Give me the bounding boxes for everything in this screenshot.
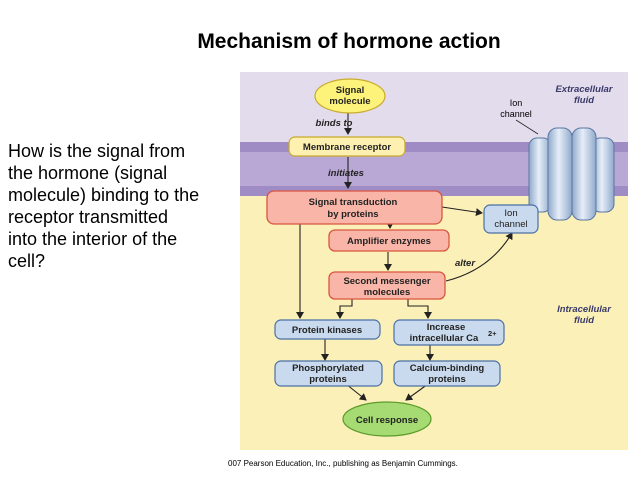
signal-molecule-label: molecule bbox=[329, 96, 370, 107]
membrane-receptor-label: Membrane receptor bbox=[303, 142, 391, 153]
cell-response-label: Cell response bbox=[356, 415, 418, 426]
arrow-phosphorylated-to-response bbox=[345, 383, 367, 401]
question-line: receptor transmitted bbox=[8, 207, 169, 227]
ion-channel-node bbox=[483, 204, 539, 234]
signal-transduction-node bbox=[266, 190, 443, 225]
cell-response-node bbox=[342, 401, 432, 437]
extracellular-label: fluid bbox=[574, 95, 594, 106]
question-text: How is the signal from the hormone (sign… bbox=[8, 140, 248, 272]
ion-channel-label: Ion bbox=[510, 98, 523, 108]
signal-molecule-label: Signal bbox=[336, 85, 365, 96]
calcium-binding-proteins-label: Calcium-binding bbox=[410, 363, 485, 374]
phosphorylated-proteins-node bbox=[274, 360, 383, 387]
ion-channel-node-label: channel bbox=[494, 219, 527, 230]
extracellular-label: Extracellular bbox=[555, 84, 613, 95]
phosphorylated-proteins-label: Phosphorylated bbox=[292, 363, 364, 374]
arrow-transduction-to-channel bbox=[441, 206, 483, 217]
increase-ca-label: intracellular Ca bbox=[410, 333, 479, 344]
ion-channel-node-label: Ion bbox=[504, 208, 517, 219]
intracellular-label: Intracellular bbox=[557, 304, 612, 315]
amplifier-enzymes-label: Amplifier enzymes bbox=[347, 236, 431, 247]
question-line: into the interior of the bbox=[8, 229, 178, 249]
protein-kinases-label: Protein kinases bbox=[292, 325, 362, 336]
membrane-receptor-node bbox=[288, 136, 406, 157]
arrow-messenger-to-kinases bbox=[336, 296, 353, 319]
phosphorylated-proteins-label: proteins bbox=[309, 374, 346, 385]
protein-kinases-node bbox=[274, 319, 381, 340]
copyright-credit: 007 Pearson Education, Inc., publishing … bbox=[228, 459, 458, 468]
arrow-messenger-to-ca bbox=[407, 296, 432, 319]
edge-label-binds-to: binds to bbox=[316, 118, 353, 129]
signal-transduction-label: Signal transduction bbox=[309, 197, 398, 208]
calcium-binding-proteins-label: proteins bbox=[428, 374, 465, 385]
increase-ca-label: Increase bbox=[427, 322, 466, 333]
ion-channel-protein bbox=[528, 127, 615, 221]
ion-channel-label: channel bbox=[500, 109, 532, 119]
question-line: molecule) binding to the bbox=[8, 185, 200, 205]
question-line: How is the signal from bbox=[8, 141, 186, 161]
second-messenger-node bbox=[328, 271, 446, 300]
edge-label-initiates: initiates bbox=[328, 168, 364, 179]
question-line: the hormone (signal bbox=[8, 163, 168, 183]
calcium-binding-proteins-node bbox=[393, 360, 501, 387]
signal-transduction-label: by proteins bbox=[327, 209, 378, 220]
page-title: Mechanism of hormone action bbox=[197, 30, 501, 53]
arrow-alter bbox=[445, 232, 513, 282]
ca-superscript: 2+ bbox=[488, 329, 497, 338]
signal-molecule-node bbox=[314, 78, 386, 114]
arrow-calcium-to-response bbox=[405, 383, 429, 401]
ion-channel-pointer bbox=[515, 119, 539, 135]
second-messenger-label: molecules bbox=[364, 287, 410, 298]
intracellular-label: fluid bbox=[574, 315, 594, 326]
edge-label-alter: alter bbox=[455, 258, 476, 269]
amplifier-enzymes-node bbox=[328, 229, 450, 252]
question-line: cell? bbox=[8, 251, 46, 271]
second-messenger-label: Second messenger bbox=[343, 276, 430, 287]
increase-ca-node bbox=[393, 319, 505, 346]
